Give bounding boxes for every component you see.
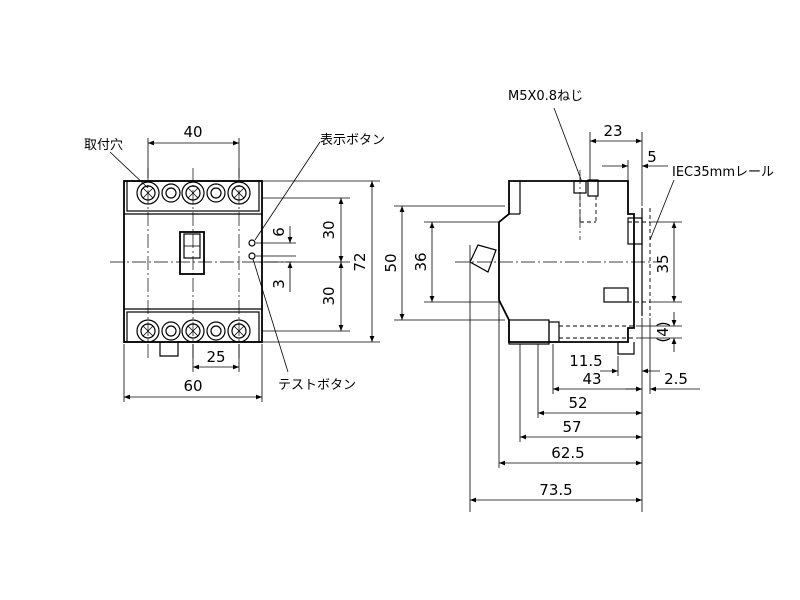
bottom-terminal-screws [136,319,251,343]
dim-4: (4) [654,321,672,342]
dim-5: 5 [647,148,657,166]
dim-60: 60 [183,377,202,395]
label-screw: M5X0.8ねじ [508,89,583,104]
dim-72: 72 [351,252,369,271]
test-button-dot [248,252,256,260]
label-test-button: テストボタン [278,378,356,393]
dim-2-5: 2.5 [664,370,688,388]
label-indicator-button: 表示ボタン [320,133,385,148]
screw-leader [553,107,583,183]
dim-73-5: 73.5 [539,481,572,499]
dim-62-5: 62.5 [551,444,584,462]
label-din-rail: IEC35mmレール [672,165,774,180]
dim-52: 52 [568,394,587,412]
side-view: 50 36 23 5 35 (4) 11.5 [382,89,774,512]
top-terminal-screws [136,181,251,205]
toggle-handle [179,231,205,275]
dim-50: 50 [382,253,400,272]
rail-clip [603,287,629,303]
dim-35: 35 [654,254,672,273]
dim-30-top: 30 [320,220,338,239]
dim-40: 40 [183,123,202,141]
mounting-hole-leader [109,151,149,189]
indicator-button-leader [254,141,321,241]
front-bottom-clip [159,342,179,357]
dim-11-5: 11.5 [569,352,602,370]
din-rail-leader [649,179,675,241]
dim-6: 6 [270,227,288,237]
indicator-button-dot [248,239,256,247]
label-mounting-hole: 取付穴 [84,138,123,153]
dim-30-bottom: 30 [320,286,338,305]
front-view: 40 25 60 6 3 30 30 72 取付穴 [84,123,385,402]
bottom-terminal-side [508,319,550,345]
dim-25: 25 [206,348,225,366]
test-button-leader [252,258,289,373]
side-handle [469,244,497,273]
side-body-outline [498,180,635,343]
dim-43: 43 [582,370,601,388]
dim-3: 3 [270,279,288,289]
dim-57: 57 [562,418,581,436]
dim-23: 23 [603,122,622,140]
dim-36: 36 [412,252,430,271]
